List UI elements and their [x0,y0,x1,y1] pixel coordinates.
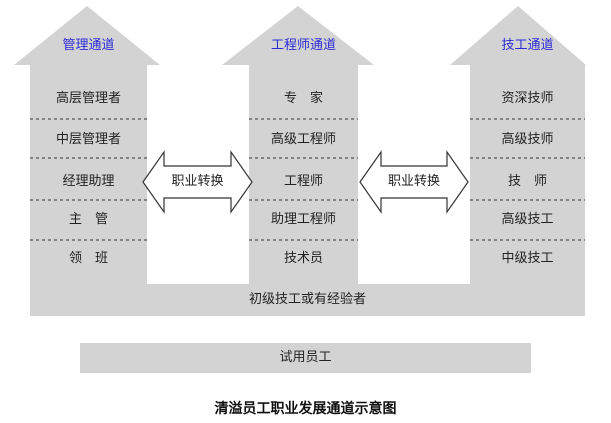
technician-arrow-shape [450,6,586,284]
management-level-3: 经理助理 [62,174,115,189]
technician-dividers [470,118,585,241]
engineer-level-4: 助理工程师 [270,212,336,227]
management-arrow-shape [14,6,160,284]
transfer-label-left: 职业转换 [171,174,224,189]
management-dividers [30,118,147,241]
engineer-level-1: 专 家 [283,91,323,106]
base-band-label: 初级技工或有经验者 [248,292,366,307]
trial-band-shape [80,343,531,373]
engineer-channel-title: 工程师通道 [270,38,336,53]
management-level-5: 领 班 [68,251,108,266]
base-band-shape [30,284,585,316]
management-level-2: 中层管理者 [55,132,121,147]
technician-level-1: 资深技师 [501,91,554,106]
management-channel-title: 管理通道 [62,38,115,53]
transfer-arrow-right [359,150,469,214]
technician-level-5: 中级技工 [501,251,554,266]
management-level-4: 主 管 [68,212,108,227]
management-level-1: 高层管理者 [55,91,121,106]
engineer-level-5: 技术员 [283,251,323,266]
engineer-dividers [249,118,358,241]
technician-level-4: 高级技工 [501,212,554,227]
engineer-level-3: 工程师 [283,174,323,189]
diagram-caption: 清溢员工职业发展通道示意图 [214,401,397,417]
engineer-arrow-shape [222,6,374,284]
technician-level-2: 高级技师 [501,132,554,147]
engineer-level-2: 高级工程师 [270,132,336,147]
transfer-label-right: 职业转换 [387,174,440,189]
technician-channel-title: 技工通道 [501,38,554,53]
transfer-arrow-left [142,150,253,214]
trial-band-label: 试用员工 [279,350,332,365]
technician-level-3: 技 师 [507,174,547,189]
